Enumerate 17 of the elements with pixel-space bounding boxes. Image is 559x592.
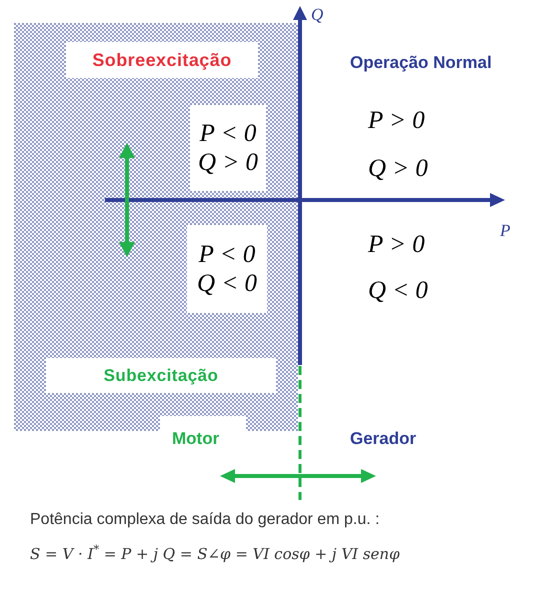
- region-title: Sobreexcitação: [92, 48, 232, 72]
- inequality: Q > 0: [198, 150, 258, 175]
- region-title: Subexcitação: [104, 364, 218, 387]
- axis-label: P: [500, 220, 510, 242]
- inequality: P > 0: [368, 106, 425, 136]
- inequality: P < 0: [198, 242, 256, 267]
- region-title: Gerador: [350, 428, 416, 450]
- caption: Potência complexa de saída do gerador em p.u. :: [30, 510, 380, 530]
- inequality: P < 0: [200, 121, 256, 146]
- inequality: Q > 0: [368, 154, 428, 184]
- axis-label: Q: [311, 4, 324, 26]
- region-title: Motor: [172, 428, 220, 450]
- region-title: Operação Normal: [350, 52, 492, 74]
- inequality: P > 0: [368, 230, 425, 260]
- formula: S = V · I$^{*}$ = P + j Q = S∠φ = VI cosφ + j VI senφ: [30, 543, 400, 565]
- inequality: Q < 0: [197, 271, 257, 296]
- inequality: Q < 0: [368, 276, 428, 306]
